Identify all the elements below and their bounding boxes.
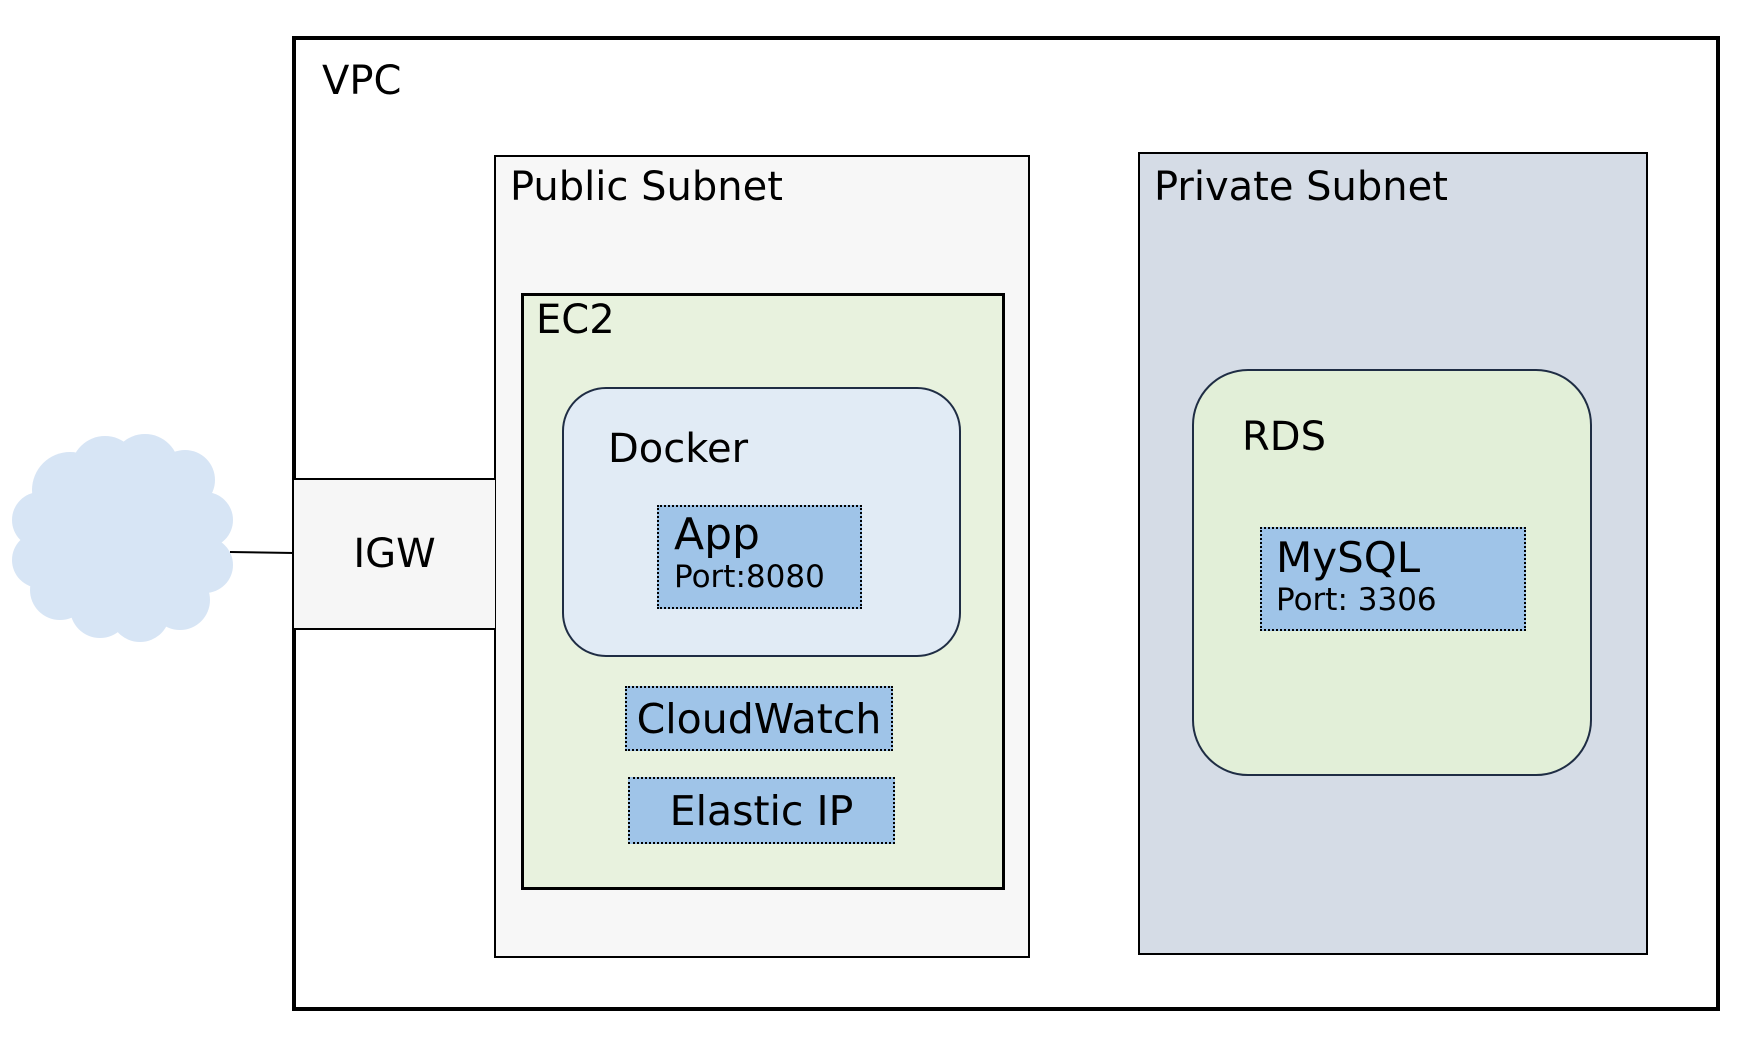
cloudwatch-label: CloudWatch	[636, 694, 882, 743]
cloud-to-igw-connector	[229, 551, 295, 554]
rds-label: RDS	[1242, 414, 1326, 460]
ec2-label: EC2	[536, 297, 615, 343]
elastic-ip-label: Elastic IP	[669, 786, 854, 835]
app-port: Port:8080	[674, 559, 825, 595]
app-title: App	[674, 509, 760, 560]
igw-box: IGW	[294, 478, 495, 630]
elastic-ip-box: Elastic IP	[628, 777, 895, 844]
docker-label: Docker	[608, 426, 749, 472]
mysql-box	[1260, 527, 1526, 631]
app-box	[657, 505, 862, 609]
mysql-port: Port: 3306	[1276, 582, 1437, 618]
mysql-title: MySQL	[1276, 533, 1421, 582]
internet-cloud-icon	[12, 434, 233, 642]
vpc-label: VPC	[322, 58, 402, 104]
private-subnet-label: Private Subnet	[1154, 164, 1448, 210]
public-subnet-label: Public Subnet	[510, 164, 783, 210]
igw-label: IGW	[353, 531, 436, 577]
cloudwatch-box: CloudWatch	[625, 686, 893, 751]
